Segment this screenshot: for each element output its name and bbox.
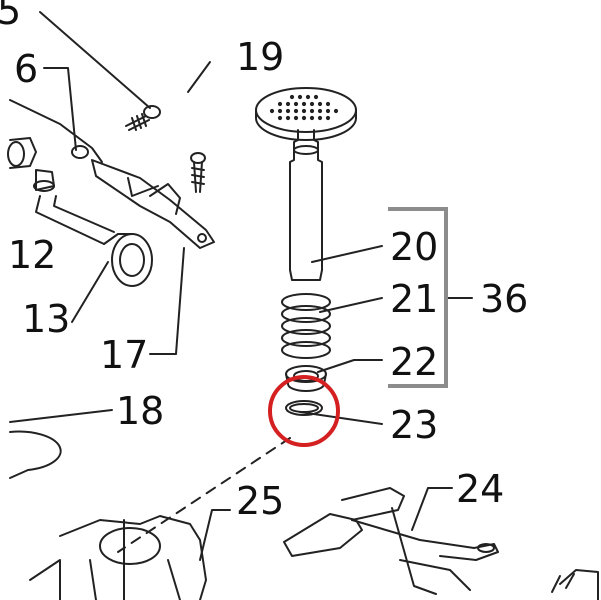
callout-13: 13 [22, 297, 71, 341]
valve-head-holes [269, 94, 339, 121]
callout-23: 23 [390, 403, 439, 447]
callout-24: 24 [456, 467, 505, 511]
bracket-part-17 [91, 159, 215, 249]
screw-part-5 [125, 105, 161, 131]
lever-assembly [7, 99, 153, 287]
screw-part-19 [190, 152, 206, 193]
highlight-circle [268, 375, 340, 447]
callout-6: 6 [14, 47, 39, 91]
spring-part-21 [281, 293, 331, 359]
valve-stem-part-20 [255, 87, 357, 281]
round-part-18 [9, 430, 62, 479]
linkage-part-24 [283, 487, 499, 595]
grip-part-partial [551, 569, 599, 600]
o-ring-part-23 [285, 400, 323, 416]
washer-part-22 [285, 365, 327, 392]
callout-25: 25 [236, 479, 285, 523]
callout-17: 17 [100, 333, 149, 377]
callout-12: 12 [8, 233, 57, 277]
callout-20: 20 [390, 225, 439, 269]
callout-19: 19 [236, 35, 285, 79]
callout-36: 36 [480, 277, 529, 321]
callout-5: 5 [0, 0, 22, 33]
housing-part-25 [29, 515, 207, 600]
alignment-dashed-line [117, 437, 291, 553]
callout-21: 21 [390, 277, 439, 321]
leader-lines [9, 11, 473, 561]
callout-22: 22 [390, 340, 439, 384]
grouping-bracket-36 [388, 207, 448, 388]
callout-18: 18 [116, 389, 165, 433]
